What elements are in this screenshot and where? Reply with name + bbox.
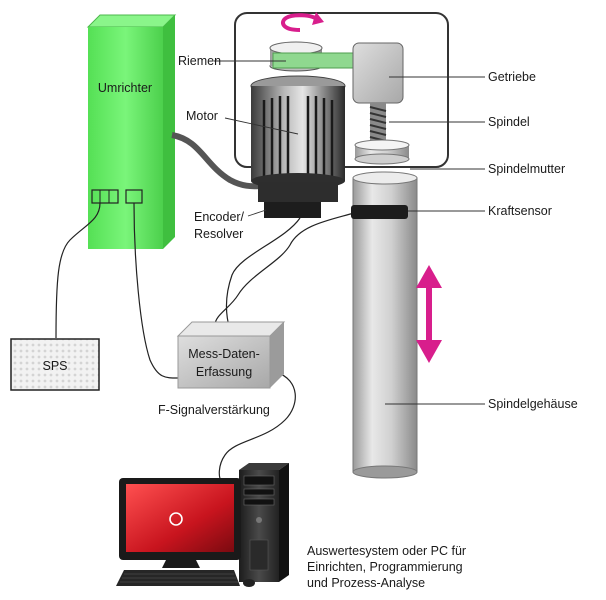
umrichter-label: Umrichter [98, 81, 152, 95]
getriebe-label: Getriebe [488, 70, 536, 84]
motor-base [258, 182, 338, 202]
encoder-label-1: Encoder/ [194, 210, 245, 224]
motor-label: Motor [186, 109, 218, 123]
sps-box: SPS [10, 338, 100, 391]
cable-kraftsensor-mess [214, 212, 355, 326]
spindle-housing [352, 171, 418, 479]
mess-daten-box: Mess-Daten- Erfassung [176, 321, 286, 389]
spindelgehaeuse-label: Spindelgehäuse [488, 397, 578, 411]
sps-label: SPS [42, 359, 67, 373]
umrichter-connector-left [91, 189, 119, 204]
cable-encoder-mess [225, 217, 301, 331]
motion-arrow-icon [416, 265, 442, 363]
cable-mess-pc [218, 371, 296, 483]
mess-label-1: Mess-Daten- [188, 347, 260, 361]
pc-label-3: und Prozess-Analyse [307, 576, 425, 590]
cable-umrichter-mess [133, 202, 179, 379]
encoder [264, 202, 321, 218]
pc-label-1: Auswertesystem oder PC für [307, 544, 466, 558]
f-signal-label: F-Signalverstärkung [158, 403, 270, 417]
belt [272, 52, 366, 69]
spindel-label: Spindel [488, 115, 530, 129]
labels: Riemen Getriebe Motor Spindel Spindelmut… [158, 54, 578, 590]
pc-computer [116, 463, 289, 587]
riemen-label: Riemen [178, 54, 221, 68]
kraftsensor-label: Kraftsensor [488, 204, 552, 218]
gearbox [352, 42, 404, 104]
spindle-nut [354, 139, 410, 165]
screen-logo-icon [169, 512, 183, 526]
mess-label-2: Erfassung [196, 365, 252, 379]
cables [55, 132, 355, 483]
cable-umrichter-sps [55, 202, 101, 339]
rotation-arrow-icon [281, 12, 324, 32]
pc-mouse [243, 579, 255, 587]
pc-monitor [119, 478, 241, 568]
pc-tower [239, 463, 289, 582]
encoder-label-2: Resolver [194, 227, 243, 241]
force-sensor [351, 205, 408, 219]
motor [250, 75, 346, 202]
spindle-thread [369, 103, 387, 145]
leader-lines [214, 60, 485, 405]
pc-label-2: Einrichten, Programmierung [307, 560, 463, 574]
power-cable [171, 132, 263, 190]
spindelmutter-label: Spindelmutter [488, 162, 565, 176]
umrichter-unit: Umrichter [86, 14, 177, 249]
pc-keyboard [116, 570, 240, 586]
